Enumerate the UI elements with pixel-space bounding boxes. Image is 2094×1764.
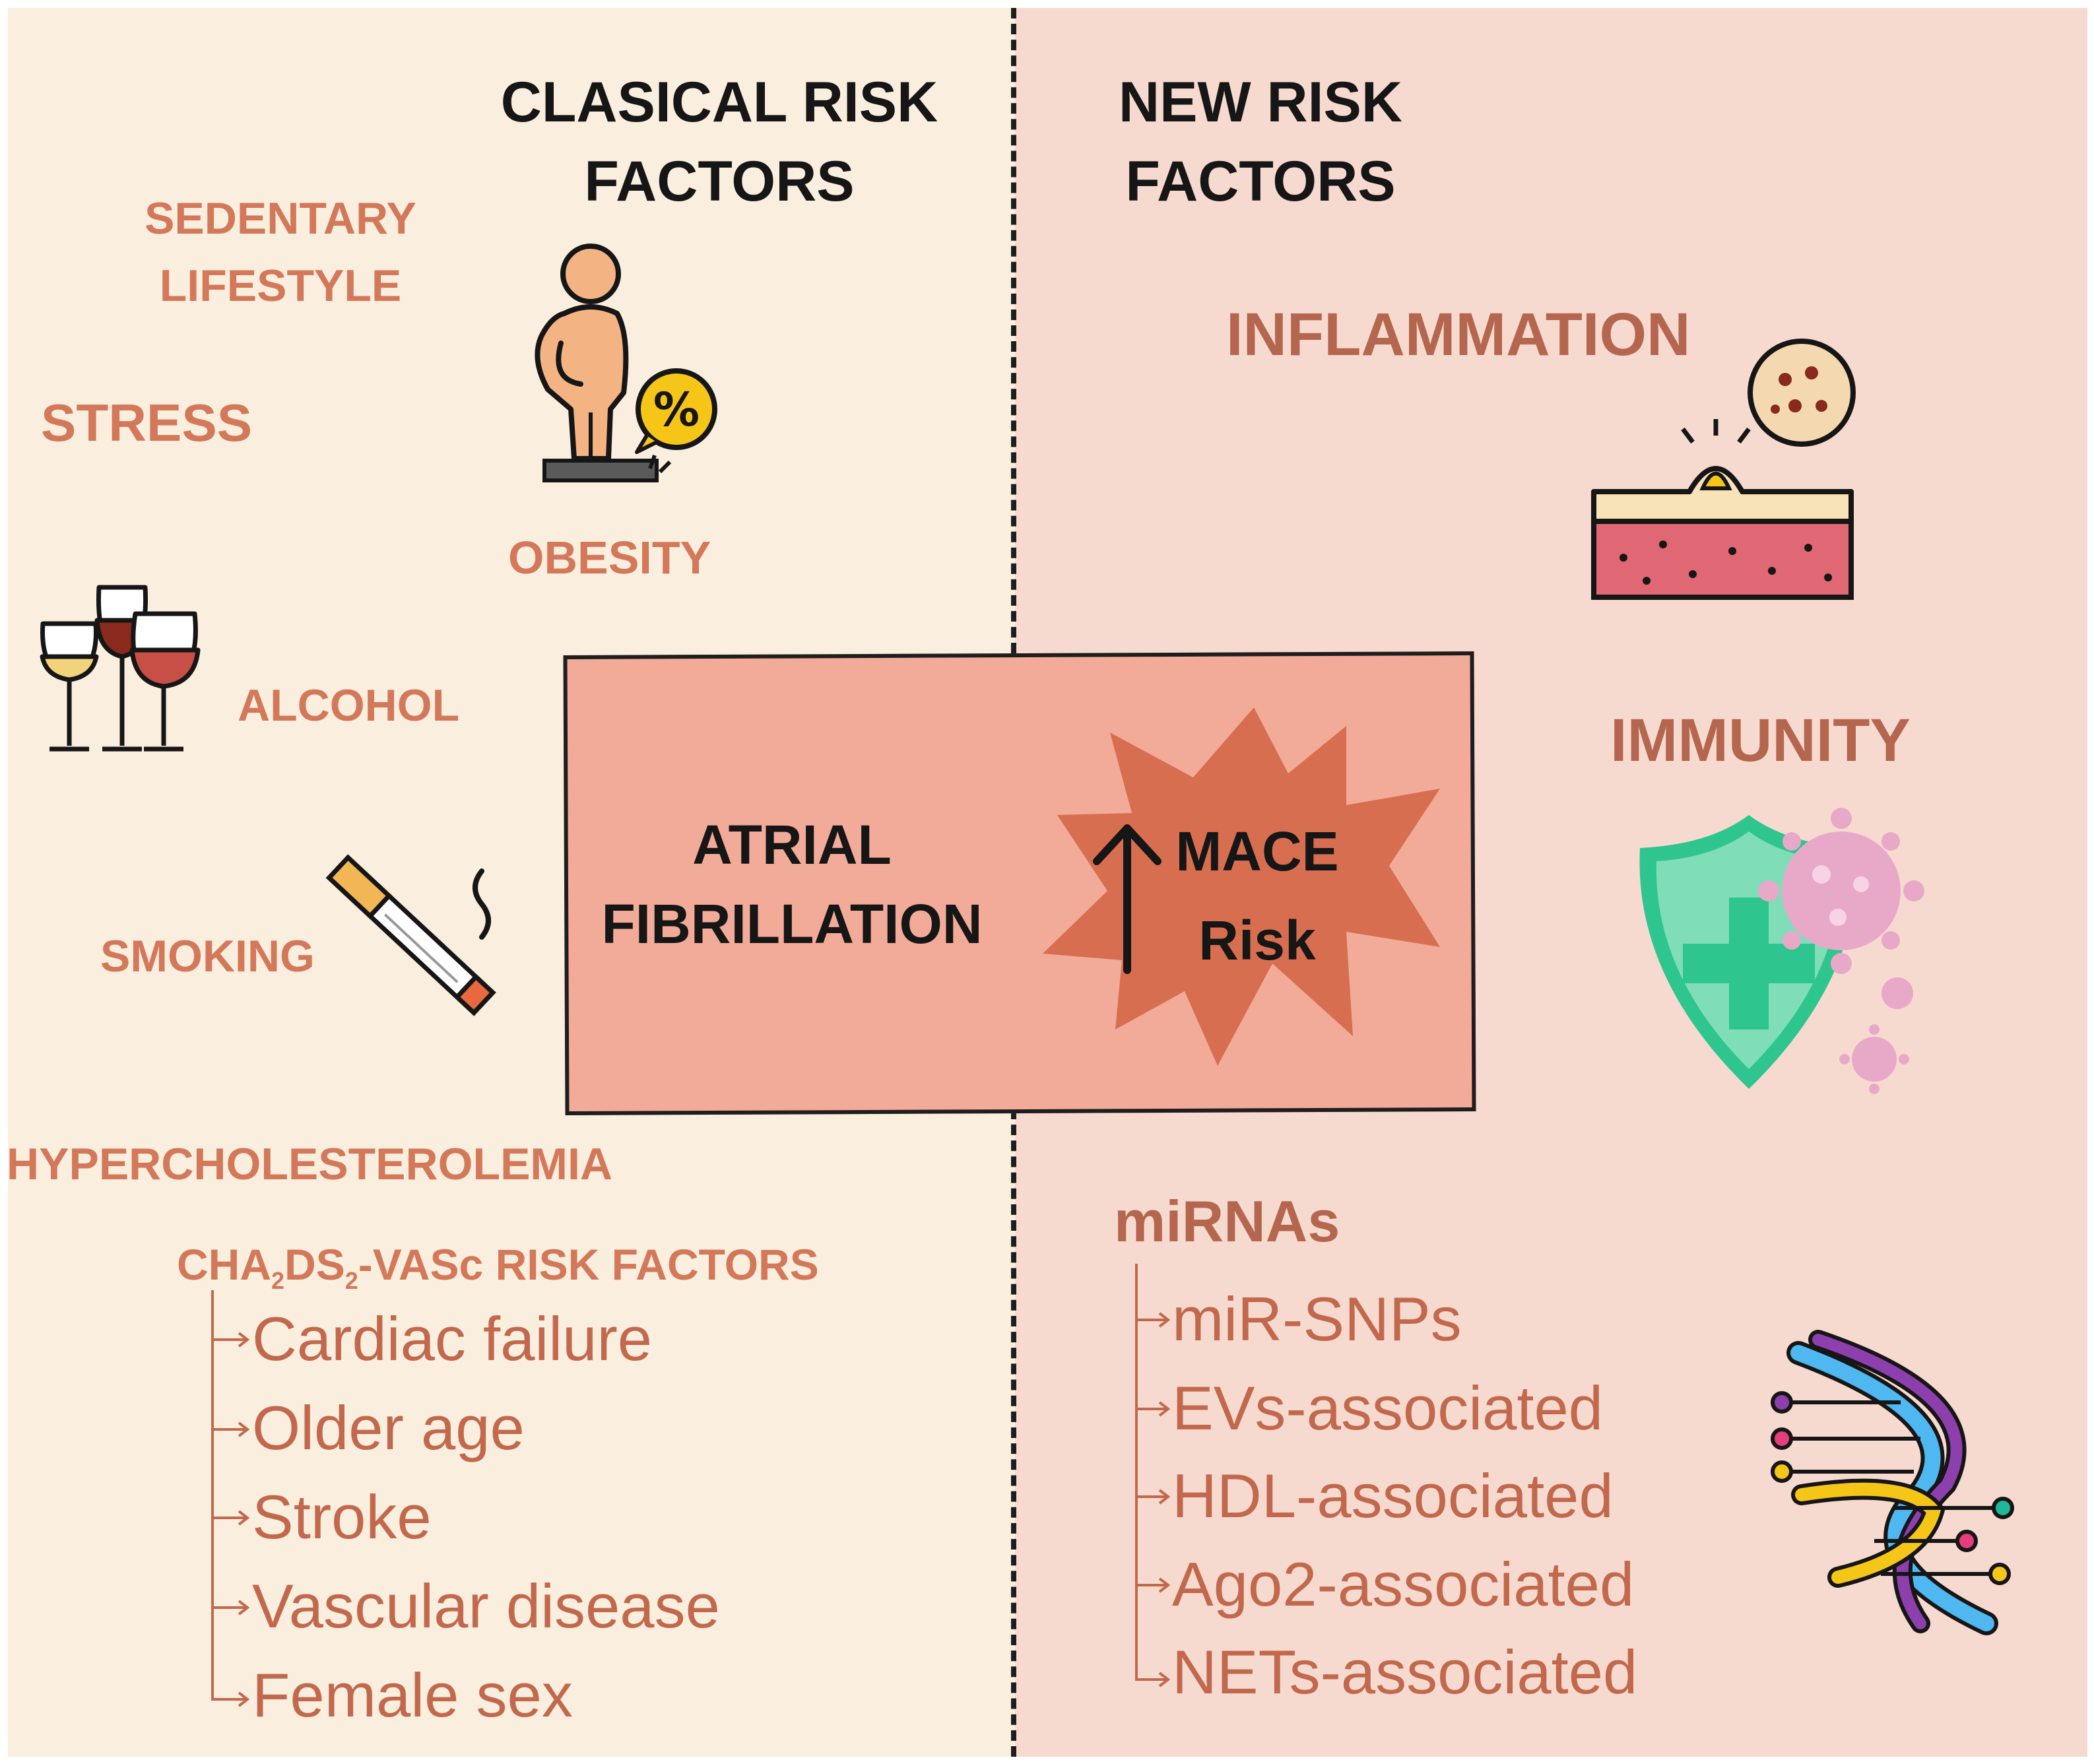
- mirna-item: NETs-associated: [1172, 1637, 1638, 1707]
- mirna-item: HDL-associated: [1172, 1461, 1614, 1530]
- chads-item: Cardiac failure: [252, 1304, 653, 1373]
- chads-item: Female sex: [252, 1660, 573, 1730]
- wine-glasses-icon: [40, 585, 201, 752]
- smoking-label: SMOKING: [100, 931, 315, 981]
- mirna-item: Ago2-associated: [1172, 1550, 1635, 1619]
- mirna-item: miR-SNPs: [1172, 1284, 1462, 1354]
- chads-item: Vascular disease: [252, 1571, 720, 1641]
- chads-item: Stroke: [252, 1482, 432, 1552]
- person-on-scale-icon: %: [535, 244, 717, 482]
- chads-mid: DS: [284, 1240, 345, 1289]
- dna-icon: [1771, 1330, 2014, 1635]
- sedentary-label: SEDENTARY LIFESTYLE: [145, 193, 416, 311]
- skin-inflammation-icon: [1591, 339, 1856, 600]
- chads-sub1: 2: [271, 1267, 285, 1295]
- burst-arrow-up-icon: [1043, 707, 1440, 1066]
- classical-header: CLASICAL RISK FACTORS: [500, 71, 938, 213]
- mace-label: MACE: [1175, 820, 1339, 882]
- divider-bottom: [1011, 1109, 1016, 1757]
- obesity-label: OBESITY: [508, 532, 711, 583]
- svg-text:%: %: [653, 383, 700, 437]
- immunity-label: IMMUNITY: [1610, 707, 1911, 774]
- chads-sub2: 2: [344, 1267, 358, 1295]
- chads-vasc-title: CHA2DS2-VASc RISK FACTORS: [177, 1239, 819, 1295]
- alcohol-label: ALCOHOL: [238, 680, 460, 731]
- stress-label: STRESS: [41, 393, 253, 452]
- mirnas-label: miRNAs: [1114, 1189, 1340, 1254]
- hypercholesterolemia-label: HYPERCHOLESTEROLEMIA: [7, 1139, 613, 1189]
- inflammation-label: INFLAMMATION: [1226, 301, 1691, 368]
- cigarette-icon: [325, 854, 496, 1016]
- risk-label: Risk: [1198, 909, 1316, 971]
- chads-prefix: CHA: [177, 1240, 271, 1289]
- shield-virus-icon: [1639, 808, 1924, 1094]
- atrial-fibrillation-label: ATRIAL FIBRILLATION: [601, 814, 983, 955]
- divider-top: [1011, 8, 1016, 653]
- mirna-item: EVs-associated: [1172, 1373, 1604, 1443]
- chads-item: Older age: [252, 1393, 525, 1462]
- new-header: NEW RISK FACTORS: [1119, 71, 1402, 213]
- chads-suffix: -VASc RISK FACTORS: [358, 1240, 819, 1289]
